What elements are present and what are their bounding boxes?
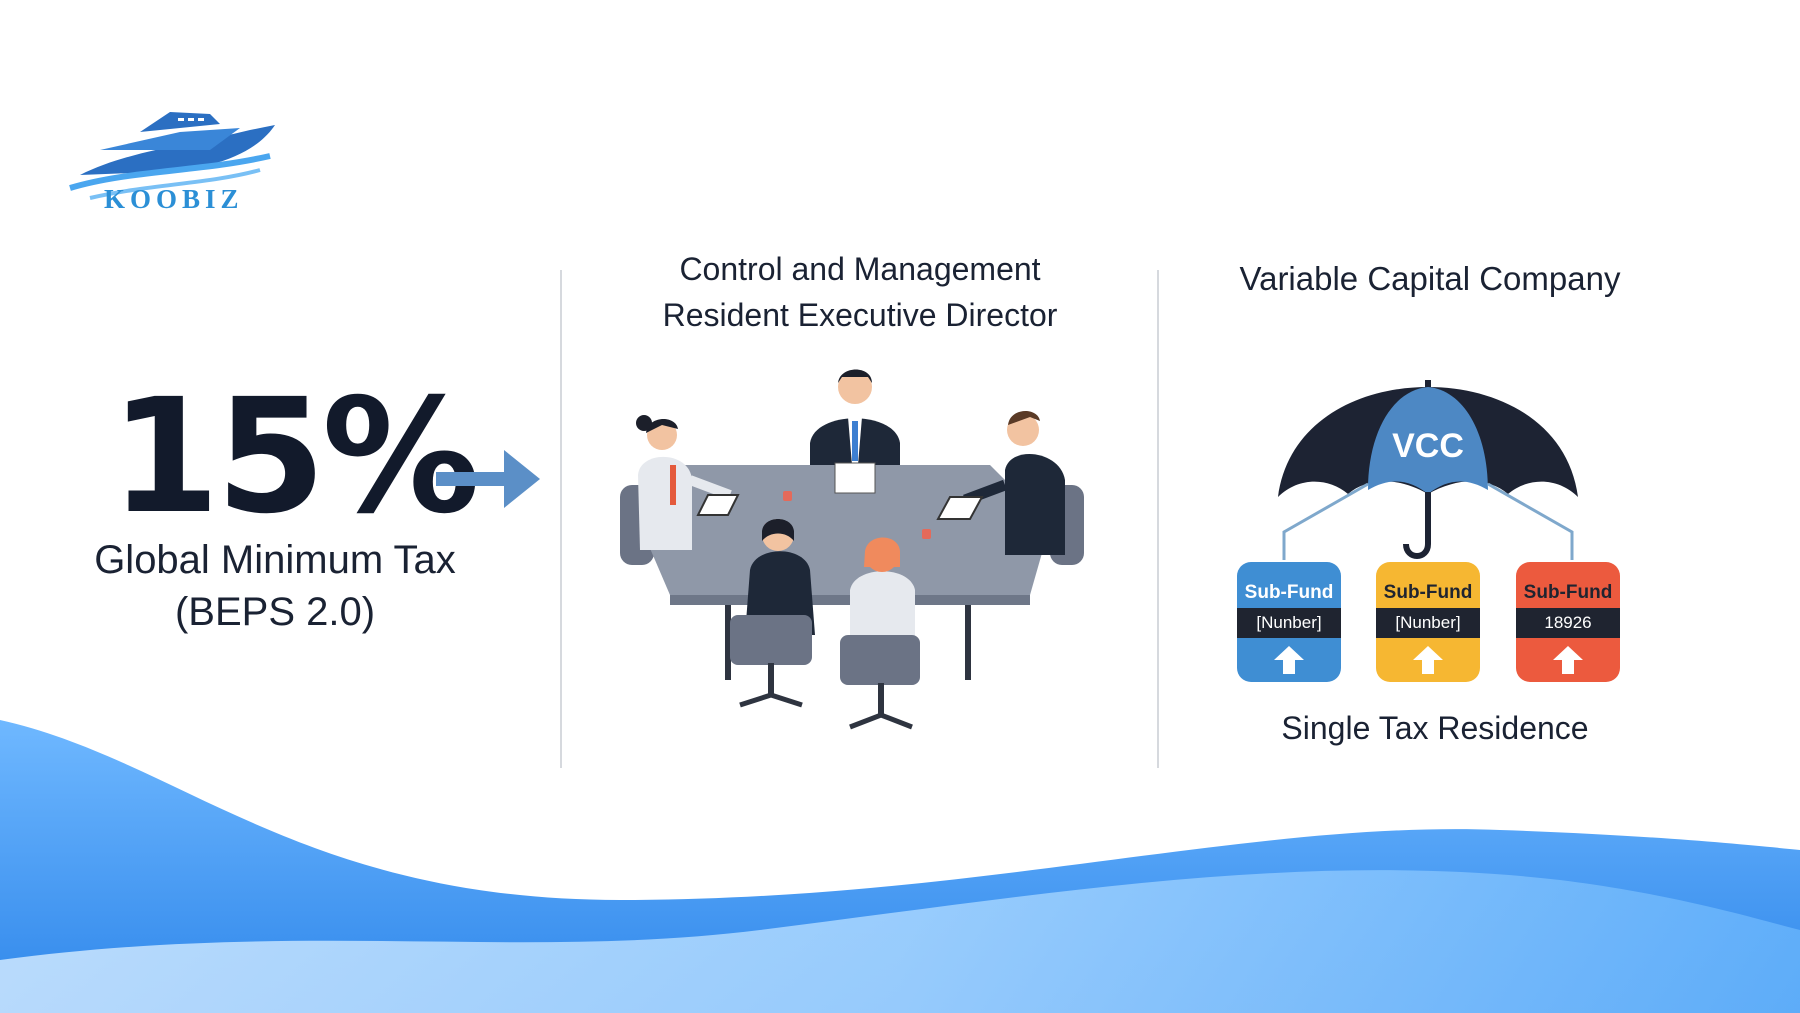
person-front-right — [840, 537, 920, 730]
vcc-title: Variable Capital Company — [1239, 260, 1621, 297]
sub-fund-number: 18926 — [1516, 608, 1620, 638]
sub-fund-number: [Nunber] — [1237, 608, 1341, 638]
column-divider — [560, 270, 562, 768]
stat-value: 15% — [110, 365, 480, 549]
meeting-table — [640, 465, 1050, 595]
logo-text: KOOBIZ — [104, 184, 244, 214]
column-divider — [1157, 270, 1159, 768]
up-arrow-icon — [1413, 646, 1443, 674]
person-head-of-table — [810, 369, 900, 494]
middle-heading-line1: Control and Management — [679, 251, 1041, 287]
middle-heading-line2: Resident Executive Director — [662, 297, 1058, 333]
up-arrow-icon — [1553, 646, 1583, 674]
person-right — [936, 410, 1065, 555]
vcc-caption: Single Tax Residence — [1281, 710, 1589, 746]
umbrella-icon: VCC — [1278, 380, 1578, 560]
wave-front — [0, 870, 1800, 1013]
person-left — [636, 415, 740, 550]
sub-fund-card: Sub-Fund [Nunber] — [1237, 562, 1341, 682]
up-arrow-icon — [1274, 646, 1304, 674]
sub-fund-label: Sub-Fund — [1523, 582, 1613, 603]
sub-fund-label: Sub-Fund — [1244, 582, 1334, 603]
koobiz-logo-icon — [69, 112, 275, 200]
sub-fund-card: Sub-Fund 18926 — [1516, 562, 1620, 682]
sub-fund-number: [Nunber] — [1376, 608, 1480, 638]
sub-fund-card: Sub-Fund [Nunber] — [1376, 562, 1480, 682]
board-meeting-illustration — [620, 369, 1084, 730]
right-arrow-icon — [436, 450, 540, 508]
person-front-left — [730, 519, 815, 708]
umbrella-label: VCC — [1392, 427, 1464, 465]
stat-sublabel: (BEPS 2.0) — [174, 590, 376, 634]
stat-label: Global Minimum Tax — [94, 538, 456, 582]
middle-heading: Control and Management Resident Executiv… — [610, 246, 1110, 338]
sub-fund-label: Sub-Fund — [1383, 582, 1473, 603]
